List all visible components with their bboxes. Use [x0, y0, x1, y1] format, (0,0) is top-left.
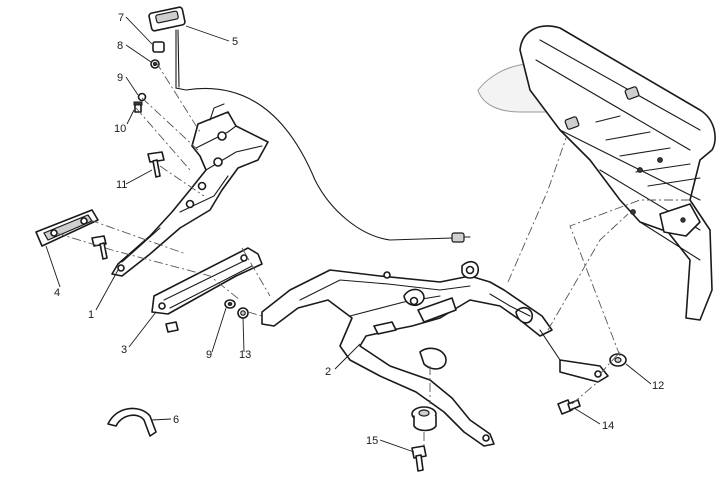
assembly-lines	[55, 61, 690, 446]
callout-11: 11	[116, 179, 127, 191]
callout-3: 3	[121, 344, 127, 356]
part-14-screw	[557, 399, 581, 415]
part-4-reflector	[35, 209, 99, 247]
part-11-screw	[147, 151, 165, 178]
part-5-light-with-cable	[148, 6, 471, 243]
callout-8: 8	[117, 40, 123, 52]
callout-14: 14	[602, 420, 614, 432]
callout-2: 2	[325, 366, 331, 378]
callout-1: 1	[88, 309, 94, 321]
part-12-grommet	[609, 353, 627, 367]
callout-10: 10	[114, 123, 126, 135]
callout-9-lower: 9	[206, 349, 212, 361]
callout-13: 13	[239, 349, 251, 361]
part-6-cable-clip	[107, 407, 157, 437]
callout-15: 15	[366, 435, 378, 447]
callout-7: 7	[118, 12, 124, 24]
callout-6: 6	[173, 414, 179, 426]
reflector-screw	[91, 235, 108, 260]
part-3-plate-support	[151, 247, 263, 333]
part-15-mount-and-bolt	[411, 406, 437, 472]
rear-subframe-and-seat	[477, 25, 716, 321]
callout-5: 5	[232, 36, 238, 48]
small-fasteners-top	[133, 41, 165, 113]
leader-lines	[45, 16, 652, 453]
callout-12: 12	[652, 380, 664, 392]
callout-4: 4	[54, 287, 60, 299]
washer-and-nut	[224, 299, 249, 319]
part-2-rear-frame-bracket	[261, 260, 609, 447]
callout-9: 9	[117, 72, 123, 84]
callout-labels: 7 8 9 10 11 5 4 1 3 9 13 2 6 12 14 15	[54, 12, 664, 447]
part-1-license-plate-bracket	[111, 103, 269, 277]
